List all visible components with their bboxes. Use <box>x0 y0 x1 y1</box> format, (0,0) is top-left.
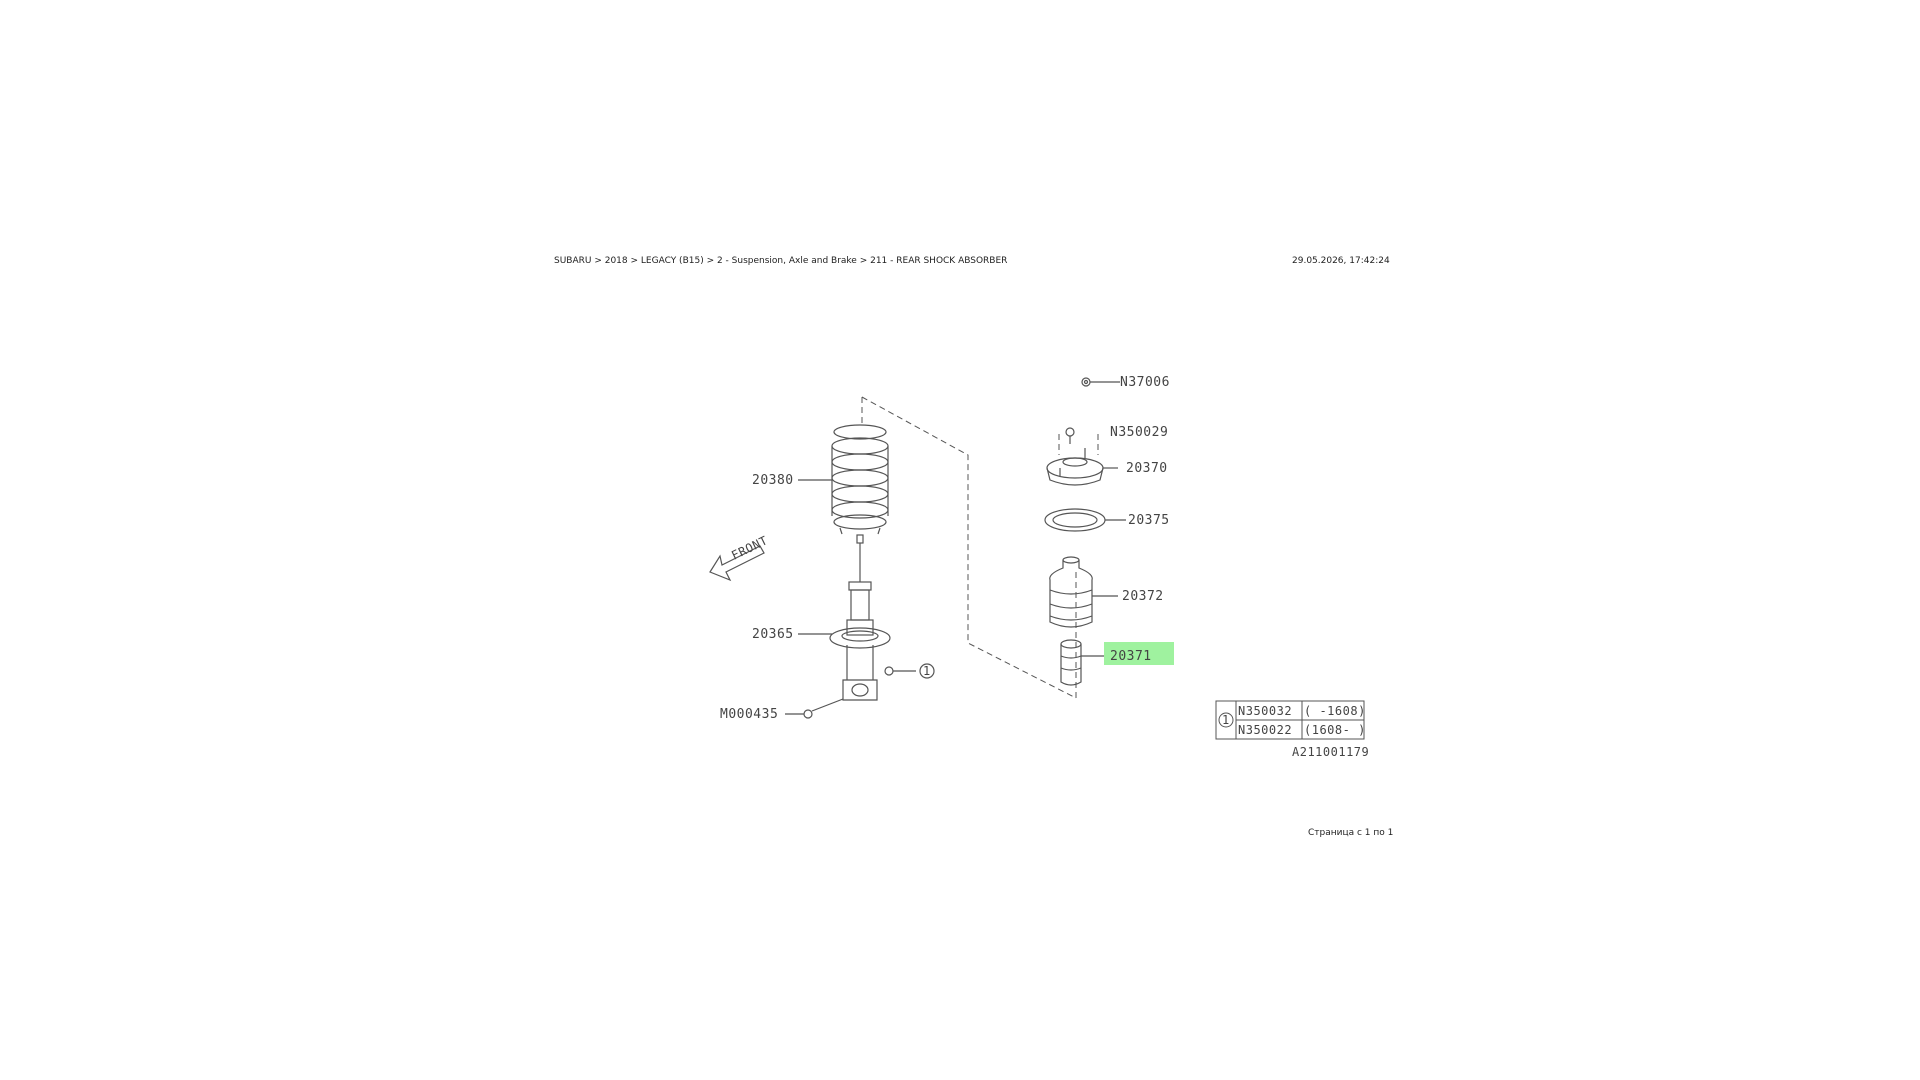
legend-row2-part[interactable]: N350022 <box>1238 723 1292 737</box>
ref-1-circle <box>919 663 935 679</box>
breadcrumb: SUBARU > 2018 > LEGACY (B15) > 2 - Suspe… <box>554 256 1008 266</box>
page-counter: Страница с 1 по 1 <box>1308 828 1394 838</box>
label-20371[interactable]: 20371 <box>1110 649 1152 664</box>
front-arrow-icon <box>709 545 765 582</box>
label-20380[interactable]: 20380 <box>752 473 794 488</box>
label-n350029[interactable]: N350029 <box>1110 425 1168 440</box>
legend-row2-range: (1608- ) <box>1304 723 1366 737</box>
legend-ref-1: 1 <box>1222 713 1230 727</box>
dust-boot-20372[interactable] <box>1049 556 1118 628</box>
bolt-m000435[interactable] <box>785 698 844 719</box>
legend-table <box>1215 700 1365 740</box>
highlight-20371 <box>1104 642 1174 665</box>
bump-stopper-20371[interactable] <box>1060 639 1104 686</box>
assembly-guide-lines <box>861 396 1099 699</box>
label-m000435[interactable]: M000435 <box>720 707 778 722</box>
label-20375[interactable]: 20375 <box>1128 513 1170 528</box>
label-front: FRONT <box>729 533 770 563</box>
seat-20375[interactable] <box>1044 508 1126 532</box>
nut-n350029[interactable] <box>1065 427 1075 444</box>
coil-spring-20380[interactable] <box>831 424 889 535</box>
label-n37006[interactable]: N37006 <box>1120 375 1170 390</box>
legend-row1-part[interactable]: N350032 <box>1238 704 1292 718</box>
nut-n37006[interactable] <box>1081 377 1120 387</box>
label-20370[interactable]: 20370 <box>1126 461 1168 476</box>
label-ref-1: 1 <box>923 664 931 678</box>
label-20372[interactable]: 20372 <box>1122 589 1164 604</box>
legend-row1-range: ( -1608) <box>1304 704 1366 718</box>
shock-absorber-20365[interactable] <box>829 534 891 701</box>
bolt-ref-1 <box>884 666 916 676</box>
print-timestamp: 29.05.2026, 17:42:24 <box>1292 256 1390 266</box>
diagram-code: A211001179 <box>1292 745 1369 759</box>
label-20365[interactable]: 20365 <box>752 627 794 642</box>
upper-mount-20370[interactable] <box>1046 448 1118 486</box>
